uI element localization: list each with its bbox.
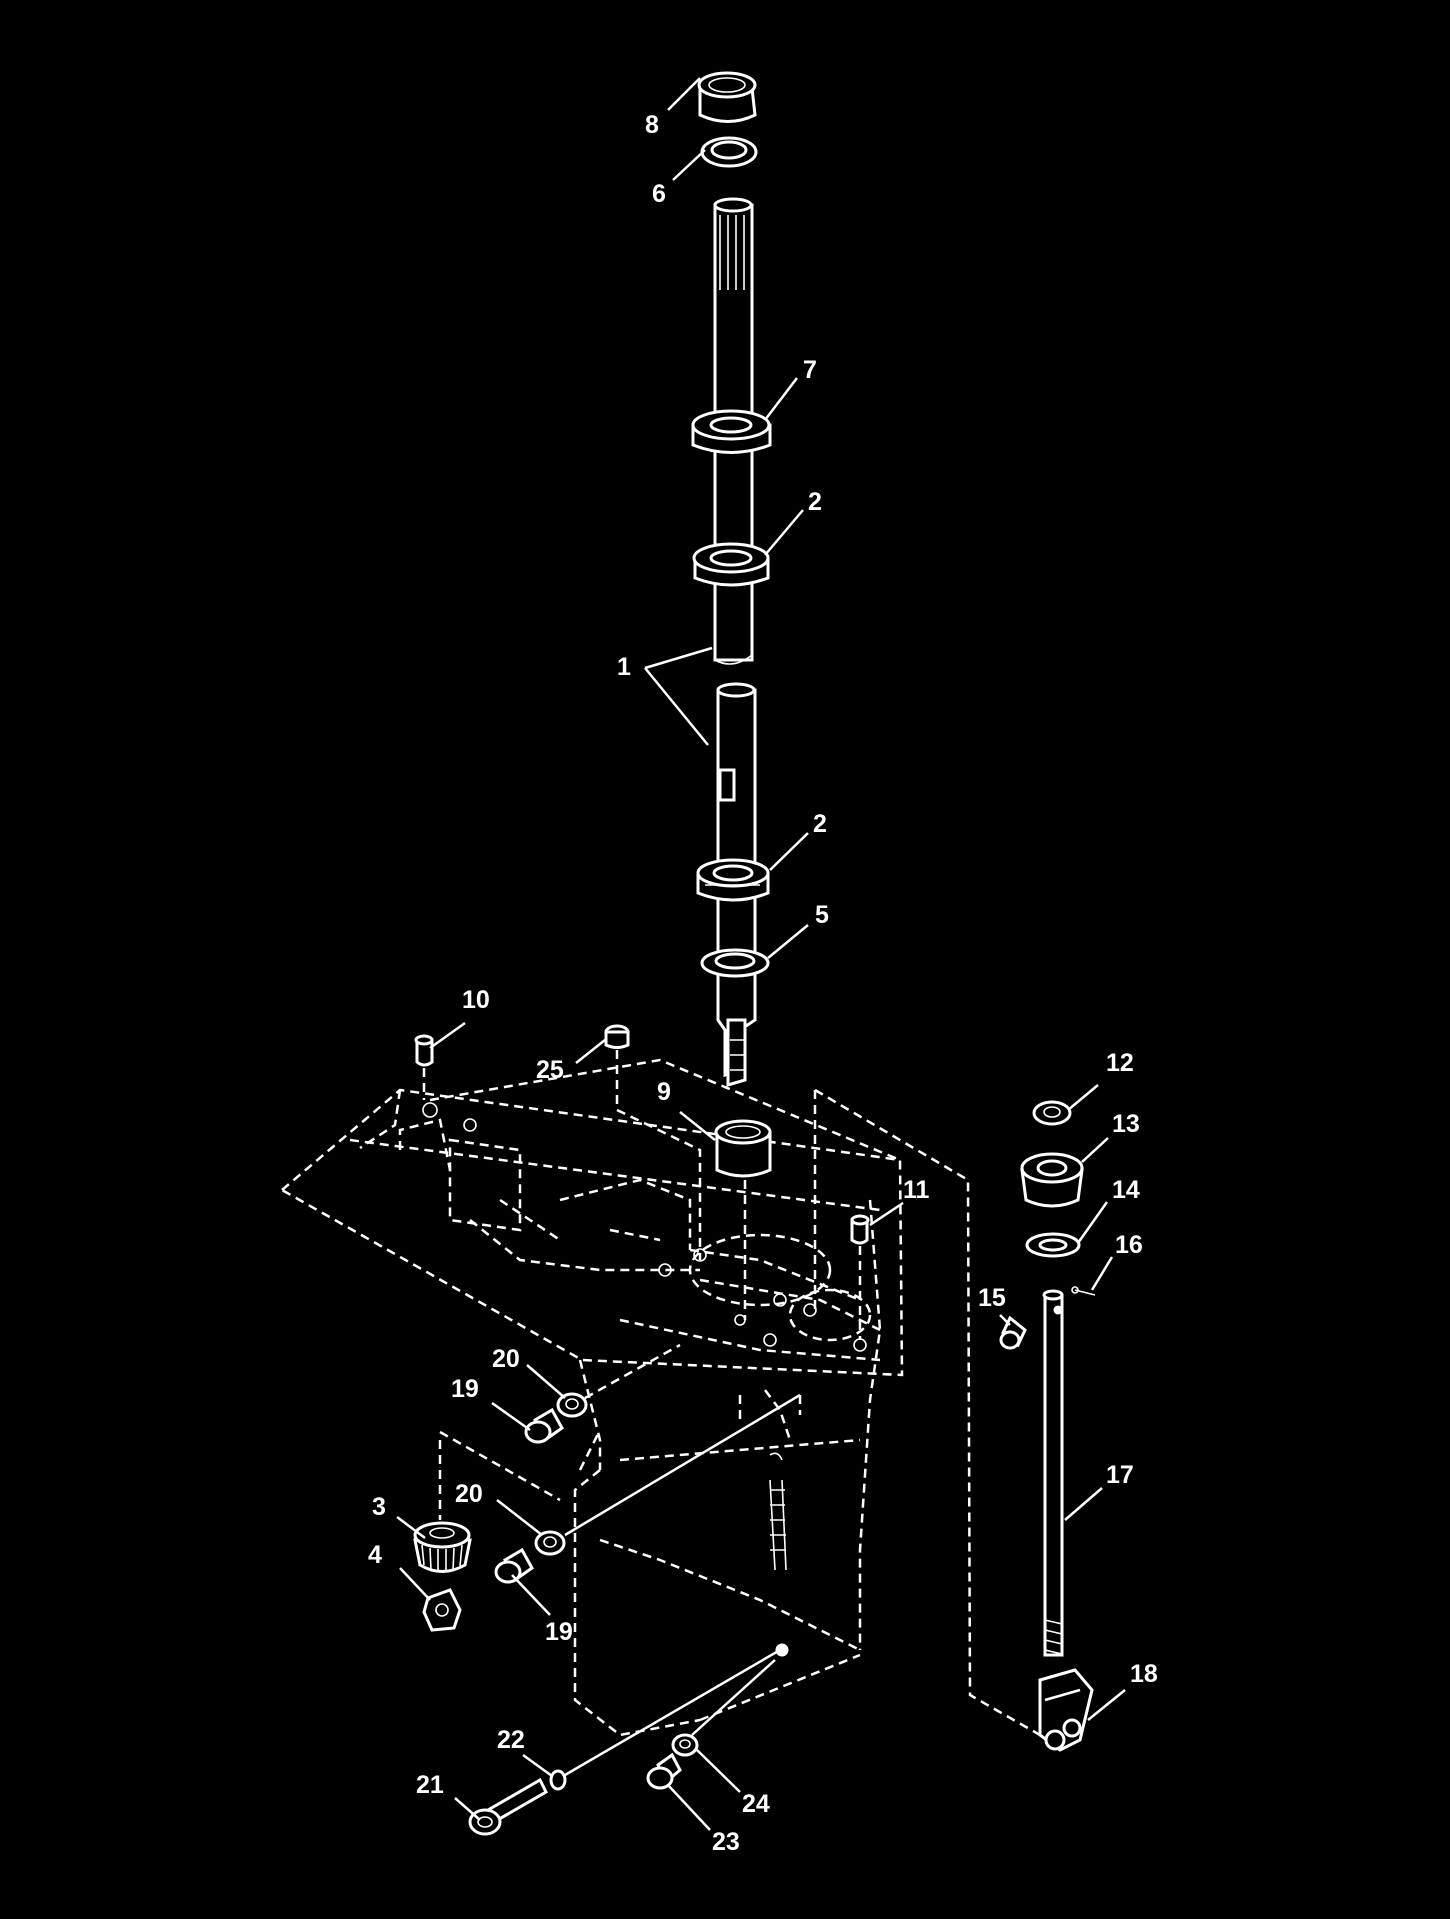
callout-6: 6: [652, 180, 666, 208]
callout-23: 23: [712, 1828, 740, 1856]
part-5-ring: [700, 948, 770, 978]
part-20-washer-upper: [556, 1392, 588, 1418]
part-13-bushing: [1020, 1152, 1084, 1208]
callout-24: 24: [742, 1790, 770, 1818]
callout-20-upper: 20: [492, 1345, 520, 1373]
gear-housing: [279, 1058, 904, 1737]
callout-14: 14: [1112, 1176, 1140, 1204]
part-19-screw-upper: [524, 1407, 564, 1444]
part-4-nut: [422, 1588, 462, 1632]
part-23-plug: [646, 1752, 682, 1790]
callout-21: 21: [416, 1771, 444, 1799]
callout-labels: 8 6 7 2 1 2 5 10 25 9 11 12 13 14 16 15 …: [368, 111, 1158, 1856]
part-18-clevis: [1038, 1668, 1094, 1752]
callout-22: 22: [497, 1726, 525, 1754]
callout-7: 7: [803, 356, 817, 384]
axis-line-19-20-upper: [584, 1343, 681, 1400]
callout-3: 3: [372, 1493, 386, 1521]
callout-8: 8: [645, 111, 659, 139]
part-2-bearing-upper: [692, 542, 770, 587]
part-25-plug: [604, 1024, 630, 1049]
drain-hole: [775, 1643, 789, 1657]
callout-20-lower: 20: [455, 1480, 483, 1508]
part-24-washer: [671, 1733, 699, 1757]
part-9-needle-bearing: [714, 1119, 772, 1178]
part-16-pin: [1071, 1286, 1096, 1296]
callout-25: 25: [536, 1056, 564, 1084]
axis-line-3b: [439, 1430, 561, 1502]
part-2-bearing-lower: [696, 858, 770, 902]
callout-13: 13: [1112, 1110, 1140, 1138]
callout-15: 15: [978, 1284, 1006, 1312]
part-17-shift-rod: [1042, 1289, 1064, 1657]
callout-9: 9: [657, 1078, 671, 1106]
part-8-cap: [697, 71, 757, 123]
axis-line-19-20-lower: [564, 1393, 801, 1537]
part-11-dowel: [850, 1214, 870, 1245]
callout-19-upper: 19: [451, 1375, 479, 1403]
part-12-seal: [1032, 1100, 1072, 1126]
part-10-dowel: [414, 1034, 434, 1067]
callout-18: 18: [1130, 1660, 1158, 1688]
part-7-sleeve: [691, 409, 772, 454]
callout-17: 17: [1106, 1461, 1134, 1489]
part-3-pinion-gear: [413, 1521, 472, 1573]
callout-11: 11: [903, 1176, 930, 1204]
callout-2-upper: 2: [808, 488, 822, 516]
part-20-washer-lower: [534, 1530, 566, 1556]
axis-line-23-24: [691, 1659, 776, 1736]
callout-5: 5: [815, 901, 829, 929]
shift-rod-path: [814, 1088, 1041, 1737]
part-6-seal: [700, 136, 758, 168]
callout-10: 10: [462, 986, 490, 1014]
callout-16: 16: [1115, 1231, 1143, 1259]
callout-19-lower: 19: [545, 1618, 573, 1646]
part-22-washer: [549, 1769, 567, 1791]
callout-2-lower: 2: [813, 810, 827, 838]
part-21-screw: [468, 1777, 548, 1836]
part-15-screw: [999, 1315, 1027, 1350]
axis-line-25: [615, 1050, 702, 1260]
callout-12: 12: [1106, 1049, 1134, 1077]
callout-4: 4: [368, 1541, 382, 1569]
part-14-washer: [1025, 1232, 1081, 1258]
leader-lines: [396, 77, 1126, 1831]
axis-line-21-22: [564, 1648, 781, 1777]
callout-1: 1: [617, 653, 631, 681]
